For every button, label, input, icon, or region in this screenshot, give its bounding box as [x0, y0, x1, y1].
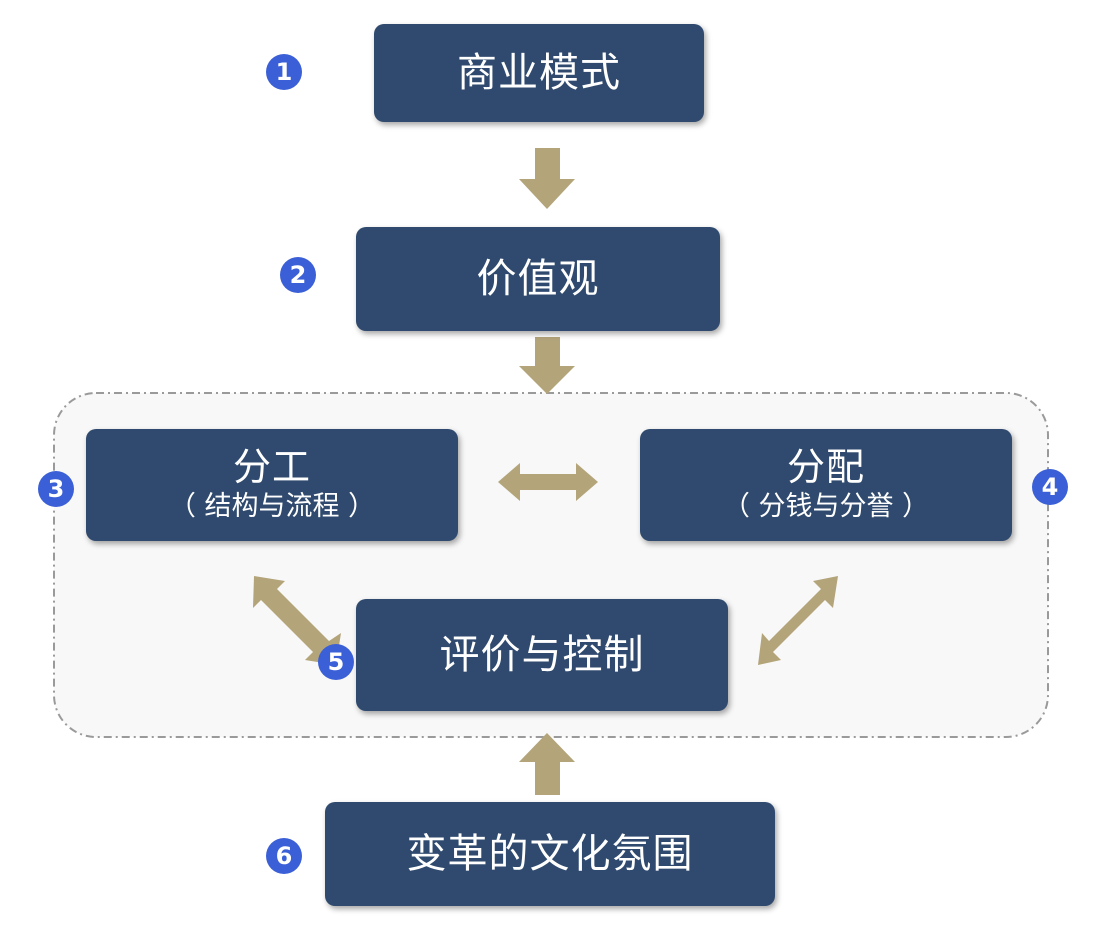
step-badge-5: 5: [318, 644, 354, 680]
node-distribution: 分配 （ 分钱与分誉 ）: [640, 429, 1012, 541]
node-values: 价值观: [356, 227, 720, 331]
node-1-label: 商业模式: [457, 50, 621, 96]
step-badge-2: 2: [280, 257, 316, 293]
node-5-label: 评价与控制: [439, 632, 645, 678]
step-badge-4: 4: [1032, 469, 1068, 505]
node-change-culture: 变革的文化氛围: [325, 802, 775, 906]
step-badge-6: 6: [266, 838, 302, 874]
node-2-label: 价值观: [476, 256, 600, 302]
node-business-model: 商业模式: [374, 24, 704, 122]
arrow-1-to-2: [519, 148, 575, 209]
arrow-3-to-4: [498, 463, 598, 501]
step-badge-1: 1: [266, 54, 302, 90]
node-4-sublabel: （ 分钱与分誉 ）: [722, 491, 930, 522]
arrow-6-to-5: [519, 733, 575, 795]
node-3-label: 分工: [232, 445, 311, 489]
arrow-2-to-group: [519, 337, 575, 394]
arrow-5-to-3: [253, 576, 341, 665]
node-6-label: 变革的文化氛围: [406, 831, 694, 877]
node-4-label: 分配: [786, 445, 865, 489]
node-3-sublabel: （ 结构与流程 ）: [168, 491, 376, 522]
arrow-5-to-4: [758, 576, 838, 665]
node-division-of-labor: 分工 （ 结构与流程 ）: [86, 429, 458, 541]
node-evaluation-control: 评价与控制: [356, 599, 728, 711]
step-badge-3: 3: [38, 471, 74, 507]
